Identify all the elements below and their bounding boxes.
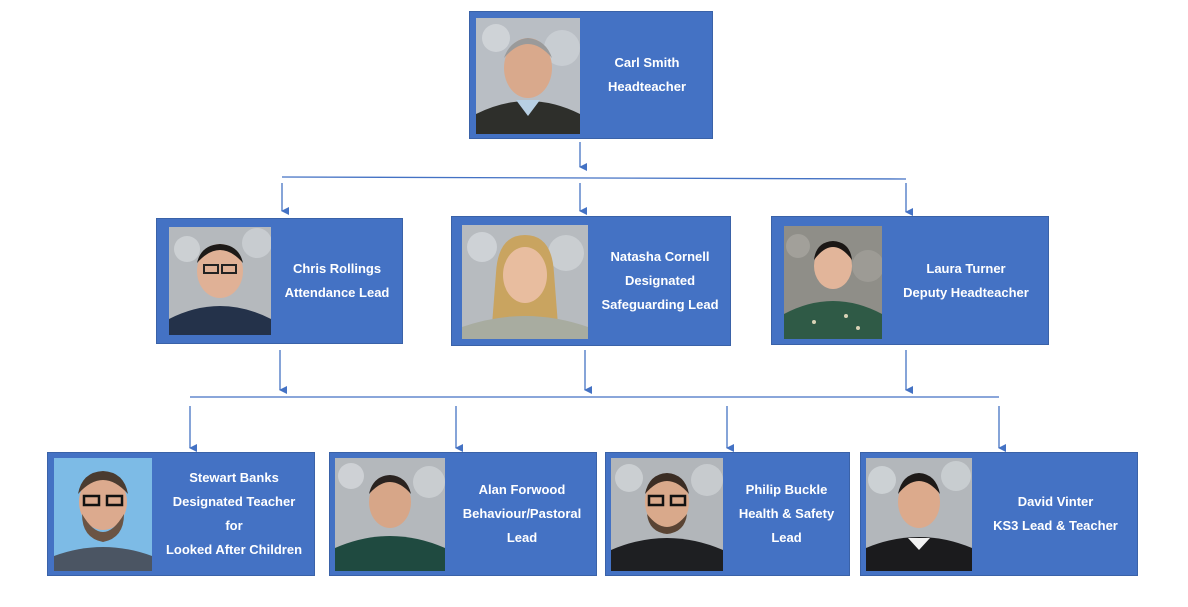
david-vinter-role: KS3 Lead & Teacher — [993, 518, 1118, 533]
node-david-vinter: David Vinter KS3 Lead & Teacher — [860, 452, 1138, 576]
stewart-banks-photo — [54, 458, 152, 571]
alan-forwood-name: Alan Forwood — [478, 482, 566, 497]
chris-rollings-role: Attendance Lead — [284, 285, 390, 300]
philip-buckle-name: Philip Buckle — [745, 482, 828, 497]
stewart-banks-label: Stewart Banks Designated Teacher for Loo… — [154, 453, 314, 575]
node-chris-rollings: Chris Rollings Attendance Lead — [156, 218, 403, 344]
philip-buckle-role-line2: Lead — [771, 530, 802, 545]
node-laura-turner: Laura Turner Deputy Headteacher — [771, 216, 1049, 345]
laura-turner-photo — [784, 226, 882, 339]
stewart-banks-name: Stewart Banks — [189, 470, 279, 485]
node-carl-smith: Carl Smith Headteacher — [469, 11, 713, 139]
node-alan-forwood: Alan Forwood Behaviour/Pastoral Lead — [329, 452, 597, 576]
node-natasha-cornell: Natasha Cornell Designated Safeguarding … — [451, 216, 731, 346]
chris-rollings-photo — [169, 227, 271, 335]
david-vinter-label: David Vinter KS3 Lead & Teacher — [974, 453, 1137, 575]
philip-buckle-label: Philip Buckle Health & Safety Lead — [724, 453, 849, 575]
alan-forwood-role-line2: Lead — [506, 530, 538, 545]
carl-smith-name: Carl Smith — [614, 55, 680, 70]
laura-turner-name: Laura Turner — [926, 260, 1006, 276]
carl-smith-photo — [476, 18, 580, 134]
david-vinter-name: David Vinter — [1017, 494, 1094, 509]
natasha-cornell-photo — [462, 225, 588, 339]
stewart-banks-role-line3: Looked After Children — [165, 542, 303, 557]
node-stewart-banks: Stewart Banks Designated Teacher for Loo… — [47, 452, 315, 576]
natasha-cornell-role-line2: Safeguarding Lead — [601, 297, 719, 312]
chris-rollings-name: Chris Rollings — [292, 261, 382, 276]
node-philip-buckle: Philip Buckle Health & Safety Lead — [605, 452, 850, 576]
alan-forwood-label: Alan Forwood Behaviour/Pastoral Lead — [448, 453, 596, 575]
natasha-cornell-label: Natasha Cornell Designated Safeguarding … — [590, 217, 730, 345]
alan-forwood-photo — [335, 458, 445, 571]
david-vinter-photo — [866, 458, 972, 571]
alan-forwood-role-line1: Behaviour/Pastoral — [462, 506, 582, 521]
carl-smith-label: Carl Smith Headteacher — [582, 12, 712, 138]
carl-smith-role: Headteacher — [607, 79, 687, 94]
stewart-banks-role-line2: for — [225, 518, 243, 533]
philip-buckle-photo — [611, 458, 723, 571]
stewart-banks-role-line1: Designated Teacher — [172, 494, 296, 509]
natasha-cornell-role-line1: Designated — [624, 273, 696, 288]
natasha-cornell-name: Natasha Cornell — [610, 249, 710, 264]
philip-buckle-role-line1: Health & Safety — [738, 506, 835, 521]
laura-turner-role: Deputy Headteacher — [903, 284, 1029, 300]
laura-turner-label: Laura Turner Deputy Headteacher — [884, 217, 1048, 344]
chris-rollings-label: Chris Rollings Attendance Lead — [273, 219, 401, 343]
